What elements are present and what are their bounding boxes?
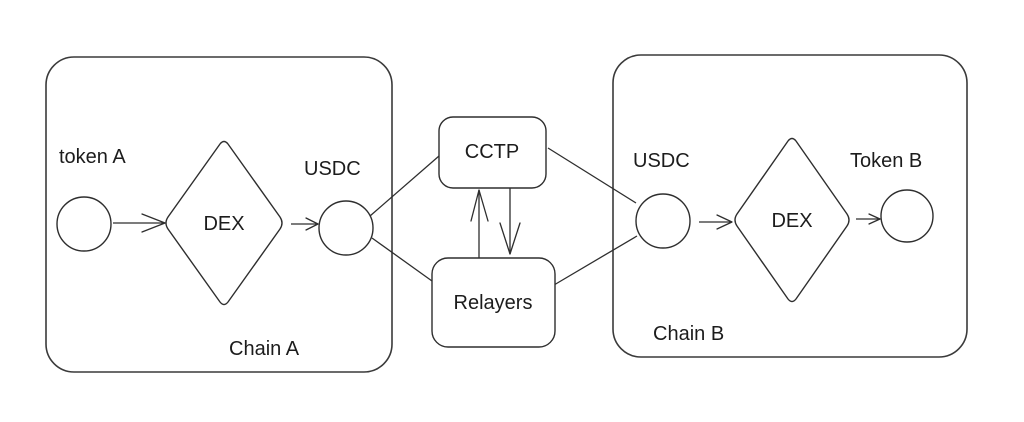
- node-token-b: Token B: [850, 150, 934, 243]
- arrow-token-a-to-dex-a: [113, 213, 166, 233]
- relayers-box: [431, 257, 556, 348]
- arrowhead-icon: [470, 189, 489, 222]
- arrow-cctp-to-relayers: [499, 188, 521, 255]
- token-b-label: Token B: [850, 150, 922, 172]
- dex-a-label: DEX: [203, 213, 244, 235]
- node-token-a: token A: [56, 146, 126, 252]
- bridge-connectors: [369, 147, 638, 286]
- node-usdc-b: USDC: [633, 150, 691, 249]
- chain-a-container: Chain A: [45, 56, 393, 373]
- dex-a-diamond: [165, 140, 283, 306]
- dex-b-diamond: [734, 137, 850, 303]
- arrow-dex-b-to-token-b: [856, 213, 881, 225]
- chain-b-label: Chain B: [653, 323, 724, 345]
- usdc-a-circle: [318, 200, 374, 256]
- token-a-label: token A: [59, 146, 126, 168]
- arrow-relayers-to-cctp: [470, 189, 489, 258]
- token-a-circle: [56, 196, 112, 252]
- arrowhead-icon: [716, 214, 733, 230]
- usdc-a-label: USDC: [304, 158, 361, 180]
- edge-cctp-to-usdc-b: [547, 147, 637, 204]
- chain-a-label: Chain A: [229, 338, 300, 360]
- arrowhead-icon: [305, 217, 319, 231]
- arrow-dex-a-to-usdc-a: [291, 217, 319, 231]
- edge-relayers-to-usdc-b: [553, 235, 638, 286]
- relayers-label: Relayers: [454, 292, 533, 314]
- chain-a-frame: [45, 56, 393, 373]
- chain-b-frame: [612, 54, 968, 358]
- arrowhead-icon: [141, 213, 166, 233]
- node-relayers: Relayers: [431, 257, 556, 348]
- node-usdc-a: USDC: [304, 158, 374, 256]
- node-cctp: CCTP: [438, 116, 547, 189]
- edge-usdc-a-to-relayers: [371, 237, 433, 282]
- arrowhead-icon: [499, 222, 521, 255]
- arrowhead-icon: [868, 213, 881, 225]
- usdc-b-circle: [635, 193, 691, 249]
- cctp-label: CCTP: [465, 141, 519, 163]
- node-dex-a: DEX: [165, 140, 283, 306]
- cctp-box: [438, 116, 547, 189]
- edge-usdc-a-to-cctp: [369, 155, 440, 217]
- chain-b-container: Chain B: [612, 54, 968, 358]
- arrow-usdc-b-to-dex-b: [699, 214, 733, 230]
- dex-b-label: DEX: [771, 210, 812, 232]
- node-dex-b: DEX: [734, 137, 850, 303]
- usdc-b-label: USDC: [633, 150, 690, 172]
- token-b-circle: [880, 189, 934, 243]
